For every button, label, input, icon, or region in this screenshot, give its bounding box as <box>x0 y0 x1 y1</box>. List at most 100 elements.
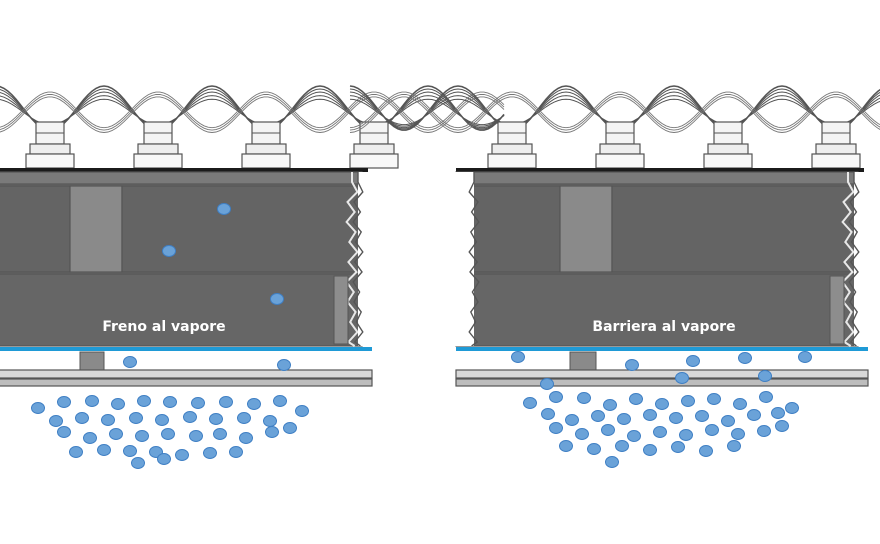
truss-support-plate <box>811 153 861 169</box>
vapour-drop <box>699 445 713 457</box>
vapour-drop <box>629 393 643 405</box>
vapour-drop <box>213 428 227 440</box>
panel-right: Barriera al vapore <box>349 85 880 468</box>
truss-strand <box>349 85 880 131</box>
vapour-drop <box>101 414 115 426</box>
vapour-drop <box>137 395 151 407</box>
vapour-drop <box>203 447 217 459</box>
vapour-drop <box>540 378 554 390</box>
truss-support-base <box>353 143 395 155</box>
truss-strand <box>0 88 505 130</box>
vapour-drop <box>97 444 111 456</box>
vapour-drop <box>57 426 71 438</box>
truss-strand <box>349 91 880 129</box>
vapour-drop <box>183 411 197 423</box>
vapour-drop <box>75 412 89 424</box>
vapour-drop <box>131 457 145 469</box>
vapour-drop <box>655 398 669 410</box>
truss-strand <box>349 96 880 133</box>
truss-strand <box>0 98 505 126</box>
vapour-drop <box>163 396 177 408</box>
vapour-drop <box>747 409 761 421</box>
vapour-drop <box>671 441 685 453</box>
top-layer <box>455 171 859 185</box>
truss-support-plate <box>241 153 291 169</box>
vapour-drop <box>757 425 771 437</box>
cut-edge-right-line <box>352 172 364 347</box>
vapour-drop <box>738 352 752 364</box>
vapour-drop <box>229 446 243 458</box>
vapour-drop <box>273 395 287 407</box>
edge-mask-right <box>358 172 388 346</box>
vapour-drop <box>617 413 631 425</box>
vapour-drop <box>727 440 741 452</box>
vapour-drop <box>575 428 589 440</box>
truss-support-plate <box>595 153 645 169</box>
vapour-drop <box>705 424 719 436</box>
vapour-drop <box>189 430 203 442</box>
vapour-drop <box>123 356 137 368</box>
vapour-drop <box>681 395 695 407</box>
truss-strand <box>349 88 880 130</box>
vapour-drop <box>295 405 309 417</box>
roof-deck <box>456 168 864 172</box>
vapour-drop <box>239 432 253 444</box>
vapour-drop <box>785 402 799 414</box>
side-strip <box>333 275 349 345</box>
truss-strand <box>0 94 505 131</box>
insulation-lower <box>455 273 859 347</box>
vapour-drop <box>603 399 617 411</box>
vapour-drop <box>601 424 615 436</box>
top-layer <box>0 171 363 185</box>
side-strip <box>829 275 845 345</box>
cut-edge-right <box>345 172 359 347</box>
vapour-drop <box>237 412 251 424</box>
vapour-drop <box>161 428 175 440</box>
vapour-drop <box>733 398 747 410</box>
ceiling-board-lower <box>0 378 373 387</box>
vapour-drop <box>605 456 619 468</box>
timber-stud <box>69 185 123 273</box>
vapour-drop <box>135 430 149 442</box>
ceiling-board <box>0 369 373 379</box>
vapour-drop <box>565 414 579 426</box>
vapour-drop <box>49 415 63 427</box>
vapour-drop <box>758 370 772 382</box>
vapour-drop <box>669 412 683 424</box>
truss-support-plate <box>703 153 753 169</box>
vapour-drop <box>219 396 233 408</box>
vapour-drop <box>549 422 563 434</box>
cut-edge-left-line <box>468 172 480 347</box>
vapour-drop <box>511 351 525 363</box>
vapour-drop <box>771 407 785 419</box>
vapour-drop <box>541 408 555 420</box>
truss-support-base <box>491 143 533 155</box>
roof-deck <box>0 168 368 172</box>
support-post <box>569 351 597 371</box>
vapour-drop <box>643 444 657 456</box>
vapour-drop <box>69 446 83 458</box>
vapour-drop <box>270 293 284 305</box>
vapour-drop <box>643 409 657 421</box>
insulation-right <box>611 185 859 273</box>
truss-strand <box>0 91 505 129</box>
vapour-drop <box>625 359 639 371</box>
vapour-drop <box>263 415 277 427</box>
truss-support-base <box>29 143 71 155</box>
vapour-drop <box>283 422 297 434</box>
vapour-drop <box>679 429 693 441</box>
vapour-drop <box>57 396 71 408</box>
truss-support-plate <box>349 153 399 169</box>
vapour-drop <box>587 443 601 455</box>
truss-support-base <box>137 143 179 155</box>
vapour-drop <box>523 397 537 409</box>
truss-support-base <box>245 143 287 155</box>
ceiling-board <box>455 369 869 379</box>
vapour-drop <box>591 410 605 422</box>
ceiling-board-lower <box>455 378 869 387</box>
vapour-drop <box>577 392 591 404</box>
vapour-drop <box>686 355 700 367</box>
vapour-drop <box>627 430 641 442</box>
